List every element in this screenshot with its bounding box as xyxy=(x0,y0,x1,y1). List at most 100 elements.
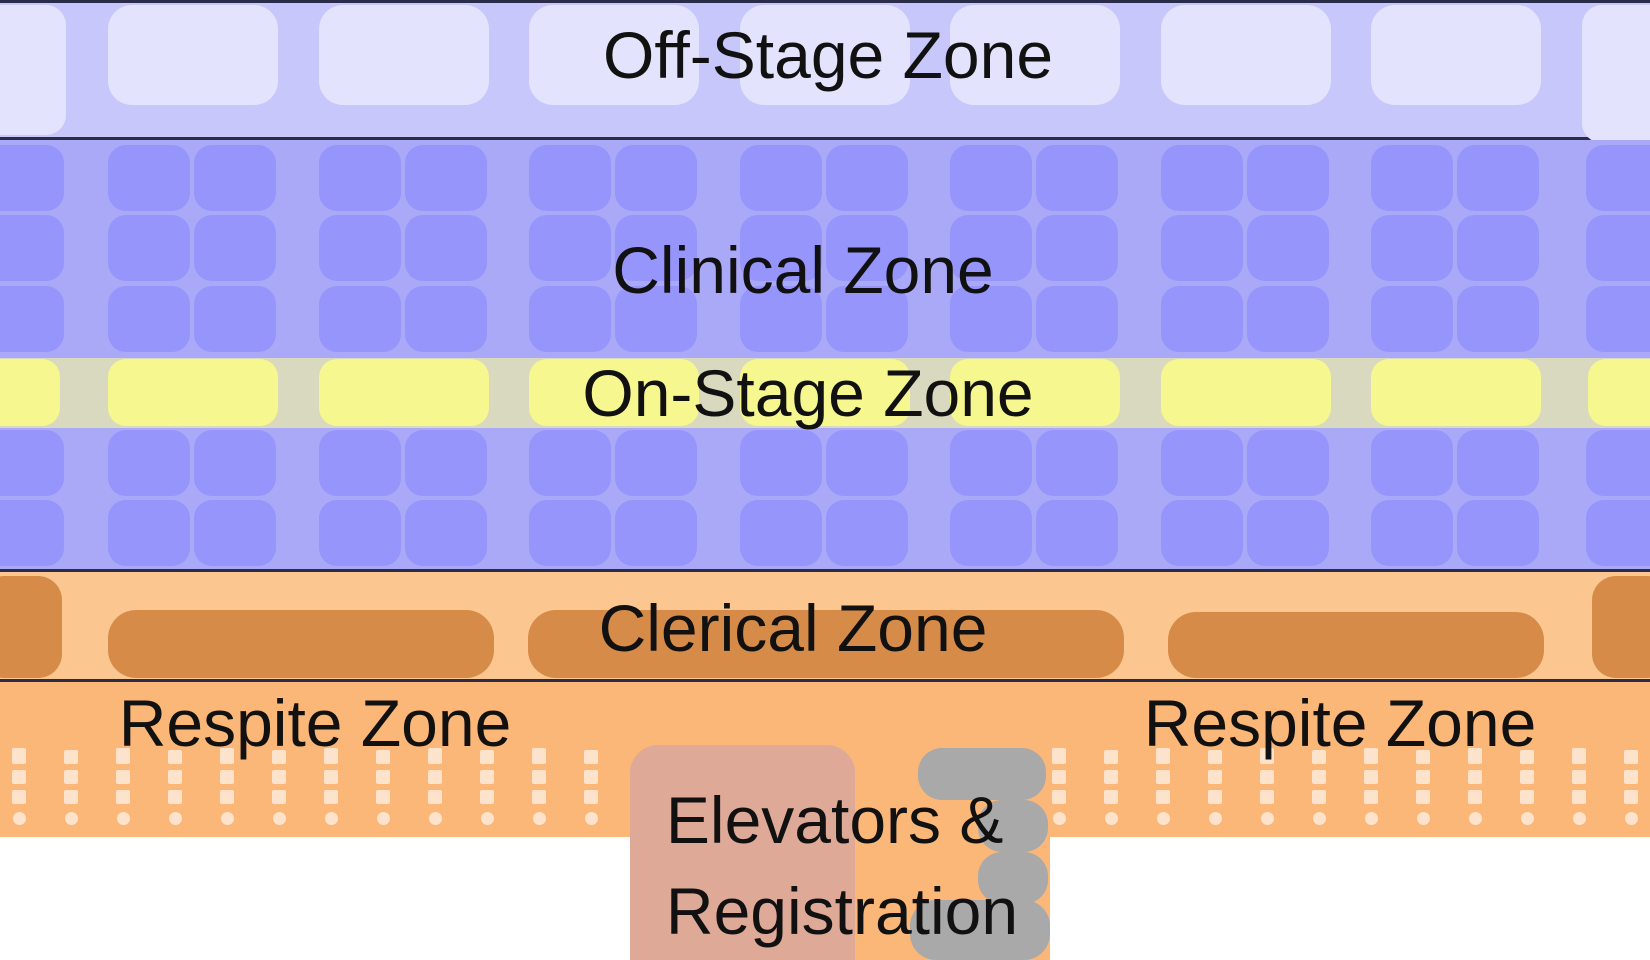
clinical-room xyxy=(318,430,401,496)
respite-zone-label-right: Respite Zone xyxy=(1143,686,1537,760)
respite-chair xyxy=(1624,770,1638,784)
clinical-room xyxy=(825,430,908,496)
off-stage-room xyxy=(108,5,278,105)
clinical-room xyxy=(1246,145,1329,211)
clinical-room xyxy=(529,215,611,281)
clinical-room xyxy=(318,286,401,352)
respite-chair xyxy=(428,770,442,784)
clinical-room xyxy=(529,500,611,566)
clinical-room xyxy=(194,215,276,281)
clinical-room xyxy=(615,145,697,211)
clinical-room xyxy=(615,286,697,352)
respite-chair xyxy=(1520,770,1534,784)
respite-chair xyxy=(324,748,338,762)
respite-chair xyxy=(1624,750,1638,764)
respite-stool xyxy=(429,812,442,825)
respite-stool xyxy=(1053,812,1066,825)
respite-chair xyxy=(116,770,130,784)
clinical-room xyxy=(1457,215,1539,281)
clinical-room xyxy=(615,430,697,496)
respite-chair xyxy=(1468,790,1482,804)
off-stage-room xyxy=(318,5,489,105)
respite-chair xyxy=(480,790,494,804)
clinical-room xyxy=(1246,286,1329,352)
clinical-room xyxy=(0,286,64,352)
respite-chair xyxy=(1052,748,1066,762)
clinical-room xyxy=(529,430,611,496)
clinical-room xyxy=(825,500,908,566)
clinical-room xyxy=(1457,500,1539,566)
respite-chair xyxy=(1468,748,1482,762)
respite-stool xyxy=(1209,812,1222,825)
respite-chair xyxy=(584,750,598,764)
clinical-zone-label: Clinical Zone xyxy=(612,233,994,307)
respite-stool xyxy=(169,812,182,825)
respite-stool xyxy=(481,812,494,825)
on-stage-room xyxy=(1160,359,1331,426)
registration-counter xyxy=(918,748,1046,800)
off-stage-room xyxy=(0,5,66,135)
respite-chair xyxy=(428,748,442,762)
clinical-room xyxy=(825,286,908,352)
respite-chair xyxy=(584,770,598,784)
clinical-room xyxy=(1160,145,1243,211)
respite-stool xyxy=(533,812,546,825)
clinical-room xyxy=(1371,215,1453,281)
clinical-room xyxy=(950,286,1032,352)
clerical-desk xyxy=(1168,612,1544,678)
elevator-block xyxy=(630,745,855,960)
respite-chair xyxy=(1572,748,1586,762)
respite-chair xyxy=(1104,750,1118,764)
on-stage-room xyxy=(318,359,489,426)
respite-chair xyxy=(64,750,78,764)
respite-chair xyxy=(64,770,78,784)
clinical-room xyxy=(1457,430,1539,496)
clinical-room xyxy=(318,215,401,281)
off-stage-room xyxy=(1160,5,1331,105)
clinical-room xyxy=(1160,286,1243,352)
clinical-room xyxy=(615,215,697,281)
respite-chair xyxy=(1260,770,1274,784)
clinical-room xyxy=(739,215,822,281)
clinical-room xyxy=(950,500,1032,566)
respite-chair xyxy=(1364,748,1378,762)
respite-chair xyxy=(1416,770,1430,784)
clinical-room xyxy=(739,500,822,566)
clinical-room xyxy=(108,145,190,211)
off-stage-room xyxy=(950,5,1120,105)
clinical-room xyxy=(0,215,64,281)
clinical-room xyxy=(194,286,276,352)
on-stage-room xyxy=(950,359,1120,426)
respite-stool xyxy=(585,812,598,825)
respite-chair xyxy=(168,770,182,784)
respite-chair xyxy=(1364,790,1378,804)
clinical-room xyxy=(404,430,487,496)
clinical-room xyxy=(0,500,64,566)
clinical-room xyxy=(1036,430,1118,496)
clinical-room xyxy=(1036,286,1118,352)
respite-stool xyxy=(1521,812,1534,825)
clinical-room xyxy=(1586,286,1650,352)
respite-chair xyxy=(12,748,26,762)
registration-counter xyxy=(978,852,1048,904)
respite-chair xyxy=(1260,790,1274,804)
respite-chair xyxy=(272,790,286,804)
respite-chair xyxy=(1416,790,1430,804)
respite-chair xyxy=(1468,770,1482,784)
respite-stool xyxy=(1417,812,1430,825)
respite-chair xyxy=(116,790,130,804)
clinical-room xyxy=(950,430,1032,496)
respite-chair xyxy=(1104,770,1118,784)
clinical-room xyxy=(108,500,190,566)
off-stage-room xyxy=(1582,5,1650,143)
clinical-room xyxy=(404,145,487,211)
respite-chair xyxy=(1052,770,1066,784)
off-stage-zone-label: Off-Stage Zone xyxy=(602,18,1054,92)
clinical-room xyxy=(1160,430,1243,496)
respite-stool xyxy=(1105,812,1118,825)
clinical-room xyxy=(950,215,1032,281)
respite-chair xyxy=(168,790,182,804)
clerical-desk xyxy=(108,610,494,678)
clinical-room xyxy=(1457,286,1539,352)
